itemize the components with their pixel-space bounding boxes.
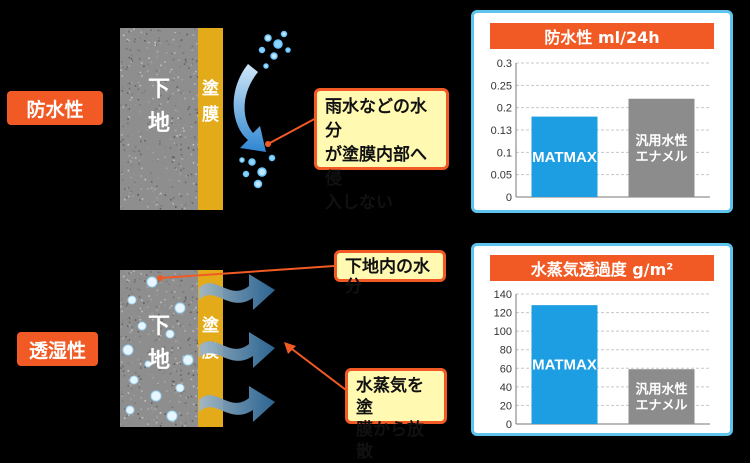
rain-callout-line3: 入しない (325, 191, 438, 215)
vapor-ytick-label: 120 (494, 308, 512, 320)
permeability-label: 透湿性 (17, 332, 98, 366)
waterproof-bar-label-2: エナメル (635, 149, 687, 164)
moisture-callout: 下地内の水分 (334, 250, 446, 282)
vapor-chart-title: 水蒸気透過度 g/m² (490, 255, 714, 281)
waterproof-ytick-label: 0.25 (491, 80, 512, 92)
vapor-ytick-label: 140 (494, 289, 512, 301)
rain-callout: 雨水などの水分 が塗膜内部へ侵 入しない (314, 88, 449, 170)
vapor-ytick-label: 0 (506, 419, 512, 431)
vapor-ytick-label: 60 (500, 363, 512, 375)
vapor-ytick-label: 100 (494, 326, 512, 338)
coating-film-top: 塗 膜 (198, 28, 223, 210)
vapor-callout-pointer (280, 338, 350, 398)
film-char-1: 塗 (198, 76, 223, 102)
vapor-bar-label-1: MATMAX (532, 357, 597, 374)
waterproof-chart-title: 防水性 ml/24h (490, 23, 714, 49)
waterproof-ytick-label: 0.2 (497, 103, 512, 115)
waterproof-label: 防水性 (7, 91, 103, 125)
waterproof-ytick-label: 0.3 (497, 58, 512, 70)
rain-callout-line2: が塗膜内部へ侵 (325, 143, 438, 191)
waterproof-bar-label-2: 汎用水性 (635, 133, 687, 148)
vapor-bar-label-2: エナメル (635, 398, 687, 413)
rain-callout-line1: 雨水などの水分 (325, 95, 438, 143)
substrate-wall-top: 下 地 (120, 28, 198, 210)
vapor-ytick-label: 20 (500, 400, 512, 412)
waterproof-ytick-label: 0.1 (497, 147, 512, 159)
vapor-arrow-icon-3 (199, 386, 275, 422)
vapor-bar-label-2: 汎用水性 (635, 382, 687, 397)
vapor-ytick-label: 40 (500, 382, 512, 394)
substrate-char-1b: 下 (120, 310, 198, 344)
waterproof-ytick-label: 0.13 (491, 125, 512, 137)
waterproof-ytick-label: 0.05 (491, 170, 512, 182)
substrate-wall-bottom: 下 地 (120, 270, 198, 427)
vapor-callout-line1: 水蒸気を塗 (356, 375, 436, 419)
waterproof-bar-label-1: MATMAX (532, 149, 597, 166)
substrate-char-2b: 地 (120, 344, 198, 378)
rain-callout-pointer (262, 110, 322, 150)
vapor-callout: 水蒸気を塗 膜から放散 (345, 368, 447, 424)
substrate-char-2: 地 (120, 107, 198, 141)
moisture-callout-pointer (150, 258, 340, 288)
vapor-ytick-label: 80 (500, 345, 512, 357)
vapor-arrow-icon-2 (199, 332, 275, 368)
film-char-2: 膜 (198, 102, 223, 128)
waterproof-ytick-label: 0 (506, 192, 512, 204)
vapor-callout-line2: 膜から放散 (356, 419, 436, 463)
substrate-char-1: 下 (120, 73, 198, 107)
